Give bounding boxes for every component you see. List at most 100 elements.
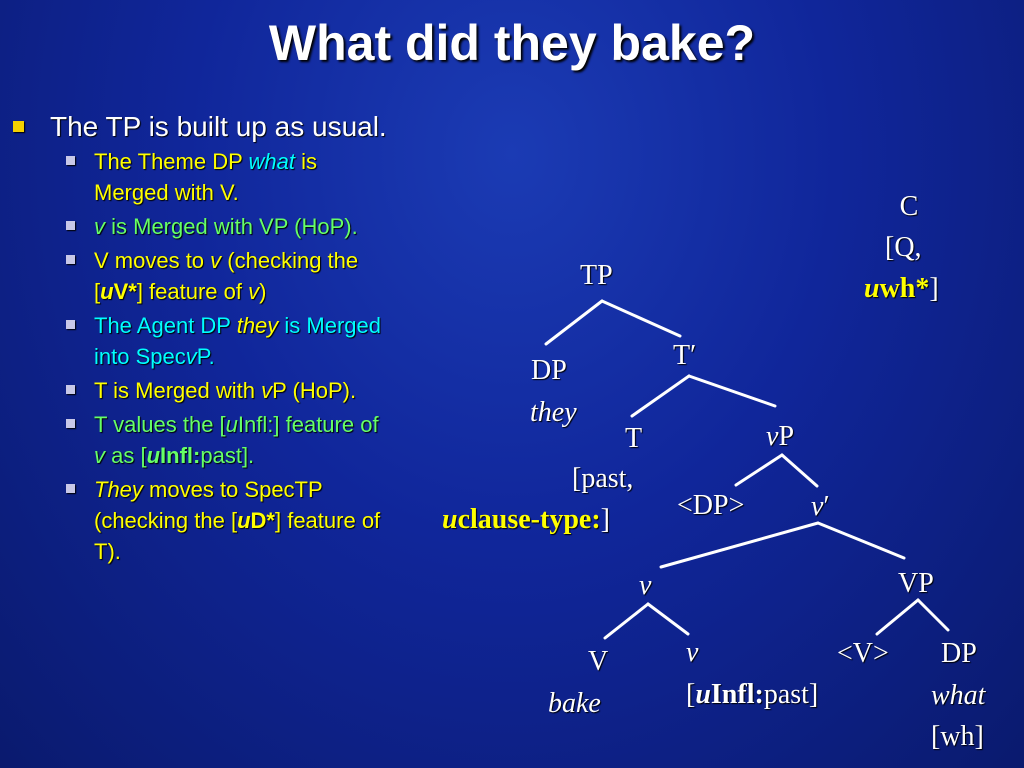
- text: ] feature of: [136, 279, 249, 304]
- text: u: [146, 443, 161, 468]
- sub-bullet-they-moves: They moves to SpecTP (checking the [uD*]…: [8, 474, 388, 567]
- node-t-feature-past: [past,: [572, 463, 634, 494]
- branch-vp-dptrace: [734, 453, 784, 487]
- text: is Merged into Spec: [94, 313, 382, 369]
- text: P: [778, 421, 795, 452]
- bullet-list: The TP is built up as usual. The Theme D…: [8, 110, 388, 567]
- node-big-v: V: [588, 646, 609, 677]
- branch-bigvp-vtrace: [875, 598, 920, 636]
- text: ] feature of T).: [94, 508, 381, 564]
- text: The Theme DP: [94, 149, 249, 174]
- node-dp-subject-word: they: [530, 397, 577, 428]
- node-big-v-word: bake: [548, 688, 601, 719]
- text: past].: [200, 443, 255, 468]
- sub-bullet-theme: The Theme DP what is Merged with V.: [8, 146, 388, 208]
- text: ]: [929, 273, 939, 304]
- branch-bigvp-dpobj: [916, 598, 950, 632]
- text: They: [94, 477, 143, 502]
- branch-tbar-t: [630, 374, 691, 418]
- branch-vbar-vhead: [659, 521, 820, 569]
- text: T values the [: [94, 412, 226, 437]
- node-dp-trace: <DP>: [677, 490, 745, 521]
- text: as [: [105, 443, 147, 468]
- text: The Agent DP: [94, 313, 237, 338]
- text: past]: [763, 679, 819, 710]
- node-t-feature-clause-type: uclause-type:]: [442, 504, 610, 536]
- text: u: [237, 508, 251, 533]
- text: u: [225, 412, 238, 437]
- text: v: [248, 279, 260, 304]
- node-c-feature-wh: uwh*]: [864, 273, 939, 305]
- sub-bullet-v-merge: v is Merged with VP (HoP).: [8, 211, 388, 242]
- sub-bullet-agent: The Agent DP they is Merged into SpecvP.: [8, 310, 388, 372]
- sub-bullet-square-icon: [66, 156, 75, 165]
- text: Infl:] feature of: [237, 412, 379, 437]
- branch-vbar-bigvp: [816, 521, 906, 560]
- branch-vhead-bigv: [603, 602, 650, 640]
- text: V moves to: [94, 248, 211, 273]
- text: P (HoP).: [272, 378, 357, 403]
- bullet-main-text: The TP is built up as usual.: [50, 111, 387, 142]
- text: they: [236, 313, 279, 338]
- branch-vp-vbar: [780, 453, 819, 488]
- text: v: [94, 214, 105, 239]
- text: u: [100, 279, 114, 304]
- sub-bullet-square-icon: [66, 484, 75, 493]
- text: T is Merged with: [94, 378, 262, 403]
- text: Infl:: [160, 443, 201, 468]
- text: is Merged with VP (HoP).: [105, 214, 358, 239]
- text: wh*: [879, 273, 930, 304]
- bullet-main: The TP is built up as usual.: [8, 110, 388, 143]
- sub-bullet-square-icon: [66, 221, 75, 230]
- text: P.: [196, 344, 215, 369]
- branch-tp-tbar: [600, 299, 682, 338]
- sub-bullet-t-merge: T is Merged with vP (HoP).: [8, 375, 388, 406]
- sub-bullet-square-icon: [66, 255, 75, 264]
- text: what: [248, 149, 295, 174]
- text: [: [686, 679, 696, 710]
- node-tp: TP: [580, 260, 613, 291]
- text: moves to SpecTP (checking the [: [94, 477, 323, 533]
- sub-bullet-v-moves: V moves to v (checking the [uV*] feature…: [8, 245, 388, 307]
- node-small-v: v: [686, 637, 699, 668]
- node-vbar: v′: [811, 491, 830, 523]
- slide-title: What did they bake?: [268, 15, 756, 71]
- text: ]: [600, 504, 610, 535]
- sub-bullet-square-icon: [66, 419, 75, 428]
- node-v-trace: <V>: [837, 638, 889, 669]
- node-dp-object-feature: [wh]: [931, 721, 984, 752]
- text: v: [766, 421, 779, 452]
- node-dp-subject: DP: [531, 355, 567, 386]
- text: v: [185, 344, 197, 369]
- text: ): [259, 279, 267, 304]
- node-dp-object: DP: [941, 638, 977, 669]
- sub-bullet-t-values: T values the [uInfl:] feature of v as [u…: [8, 409, 388, 471]
- text: Infl:: [710, 679, 764, 710]
- branch-tp-dp: [544, 299, 604, 346]
- text: u: [864, 273, 880, 304]
- branch-tbar-vp: [687, 374, 777, 408]
- node-tbar: T′: [673, 340, 697, 371]
- text: D*: [250, 508, 275, 533]
- sub-bullet-square-icon: [66, 320, 75, 329]
- text: clause-type:: [457, 504, 601, 535]
- text: (checking the [: [94, 248, 359, 304]
- node-big-vp: VP: [898, 568, 934, 599]
- node-c: C: [899, 191, 919, 222]
- node-small-v-feature: [uInfl:past]: [686, 679, 818, 711]
- text: v: [261, 378, 273, 403]
- text: u: [695, 679, 711, 710]
- node-little-vp: vP: [766, 421, 794, 453]
- node-t: T: [625, 423, 643, 454]
- node-v-head: v: [639, 570, 652, 601]
- node-dp-object-word: what: [931, 680, 986, 711]
- bullet-square-icon: [13, 121, 24, 132]
- text: v: [94, 443, 105, 468]
- text: V*: [113, 279, 137, 304]
- node-c-feature-q: [Q,: [885, 232, 922, 263]
- text: v: [811, 491, 824, 522]
- text: is Merged with V.: [94, 149, 317, 205]
- sub-bullet-square-icon: [66, 385, 75, 394]
- branch-vhead-smallv: [646, 602, 690, 636]
